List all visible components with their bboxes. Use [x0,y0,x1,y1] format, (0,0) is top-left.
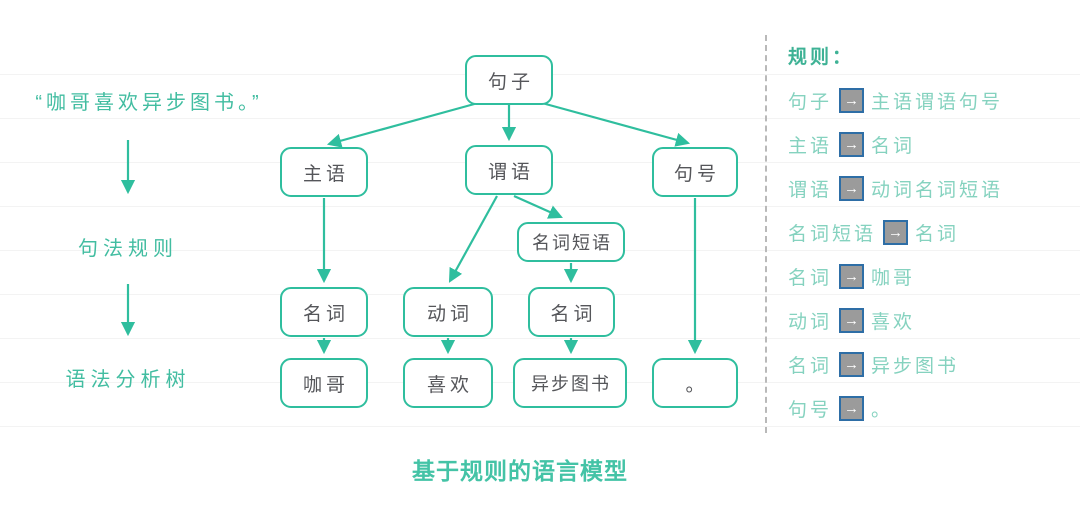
flow-label-syntax-rules: 句法规则 [78,238,178,260]
tree-node-leaf-epubit: 异步图书 [513,358,627,408]
rule-row-subject: 主语 → 名词 [788,122,1003,166]
rule-arrow-icon: → [839,395,865,421]
rule-lhs: 主语 [788,135,833,157]
rule-lhs: 名词 [788,355,833,377]
edge-sentence-period [541,101,691,147]
tree-node-noun-phrase: 名词短语 [517,222,625,262]
tree-node-leaf-period: 。 [652,358,738,408]
rule-row-noun-phrase: 名词短语 → 名词 [788,210,1003,254]
rule-arrow-icon: → [839,87,865,113]
tree-node-period: 句号 [652,147,738,197]
rules-heading: 规则： [788,47,855,68]
rule-lhs: 名词 [788,267,833,289]
rule-arrow-icon: → [839,351,865,377]
tree-node-leaf-kage: 咖哥 [280,358,368,408]
rules-list: 句子 → 主语谓语句号 主语 → 名词 谓语 → 动词名词短语 名词短语 → 名… [788,78,1003,430]
rule-arrow-icon: → [839,131,865,157]
rule-row-sentence: 句子 → 主语谓语句号 [788,78,1003,122]
rule-lhs: 句子 [788,91,833,113]
rule-lhs: 句号 [788,399,833,421]
edge-predicate-nounphrase [513,194,563,219]
rule-arrow-icon: → [839,175,865,201]
rule-rhs: 名词 [871,135,916,157]
tree-node-predicate: 谓语 [465,145,553,195]
rule-row-noun-epubit: 名词 → 异步图书 [788,342,1003,386]
rule-row-predicate: 谓语 → 动词名词短语 [788,166,1003,210]
edge-sentence-subject [326,101,479,148]
rule-arrow-icon: → [839,307,865,333]
rule-rhs: 。 [871,399,894,421]
tree-node-sentence: 句子 [465,55,553,105]
rule-rhs: 名词 [915,223,960,245]
tree-node-subject: 主语 [280,147,368,197]
rule-row-period: 句号 → 。 [788,386,1003,430]
tree-node-noun-1: 名词 [280,287,368,337]
rule-row-verb: 动词 → 喜欢 [788,298,1003,342]
rule-lhs: 谓语 [788,179,833,201]
flow-label-parse-tree: 语法分析树 [65,369,191,391]
tree-node-verb: 动词 [403,287,493,337]
edge-predicate-verb [448,195,498,283]
dashed-separator [765,35,767,433]
tree-node-noun-2: 名词 [528,287,615,337]
rule-rhs: 喜欢 [871,311,916,333]
rule-rhs: 咖哥 [871,267,916,289]
tree-node-leaf-like: 喜欢 [403,358,493,408]
diagram-caption: 基于规则的语言模型 [412,458,628,484]
rule-arrow-icon: → [883,219,909,245]
rule-lhs: 动词 [788,311,833,333]
rule-arrow-icon: → [839,263,865,289]
rule-row-noun-kage: 名词 → 咖哥 [788,254,1003,298]
rule-rhs: 主语谓语句号 [871,91,1004,113]
rule-rhs: 动词名词短语 [871,179,1004,201]
example-sentence-quote: “咖哥喜欢异步图书。” [35,92,263,114]
rule-rhs: 异步图书 [871,355,960,377]
rule-lhs: 名词短语 [788,223,877,245]
